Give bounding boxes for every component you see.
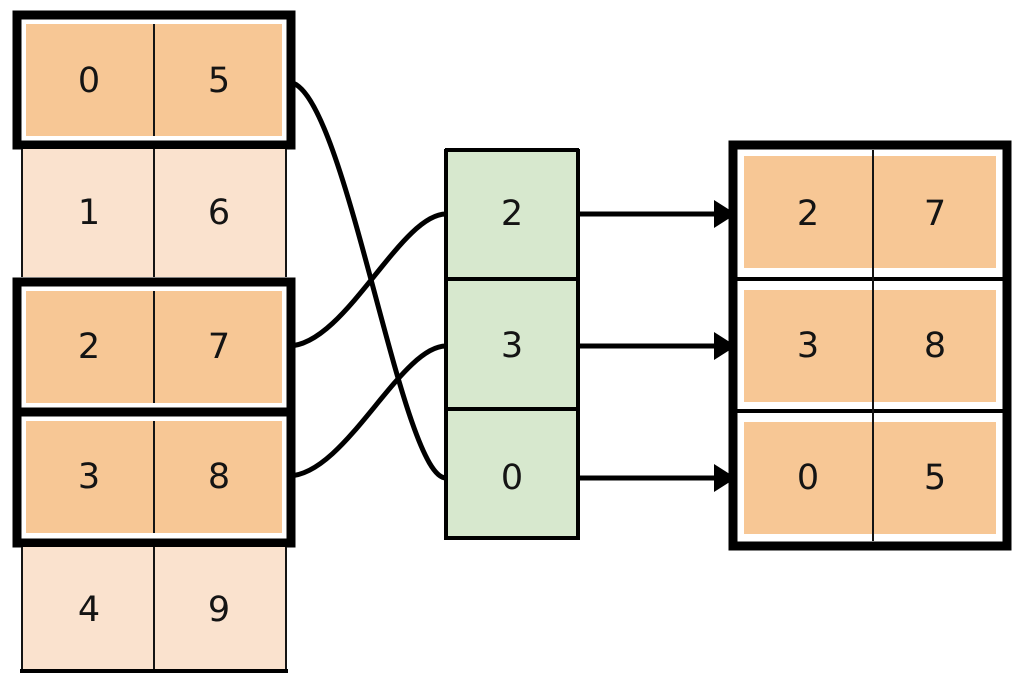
- arrow-head-icon-0: [714, 200, 736, 228]
- source-row-1[interactable]: 1 6: [21, 149, 287, 277]
- source-cell-0-0[interactable]: [26, 24, 153, 136]
- connector-row-3-to-index-3: [287, 343, 447, 479]
- result-cell-1-1[interactable]: [874, 290, 996, 402]
- source-cell-4-0[interactable]: [22, 547, 154, 673]
- result-cell-2-0[interactable]: [744, 422, 872, 534]
- source-cell-4-1[interactable]: [155, 547, 286, 673]
- connector-curves: [287, 79, 447, 481]
- source-cell-2-1[interactable]: [155, 291, 282, 403]
- source-row-3[interactable]: 3 8: [26, 421, 282, 533]
- result-cell-1-0[interactable]: [744, 290, 872, 402]
- source-row-4[interactable]: 4 9: [20, 547, 288, 673]
- arrow-index-1-to-result-1: [578, 332, 736, 360]
- index-column: 2 3 0: [444, 148, 580, 540]
- source-row-2[interactable]: 2 7: [26, 291, 282, 403]
- index-cell-1[interactable]: [446, 279, 578, 409]
- arrow-head-icon-2: [714, 464, 736, 492]
- result-table-border: [728, 140, 1012, 551]
- result-cell-0-1[interactable]: [874, 156, 996, 268]
- source-cell-1-1[interactable]: [155, 149, 286, 277]
- source-rows-2-3-highlight-border: [12, 277, 296, 548]
- result-cell-2-1[interactable]: [874, 422, 996, 534]
- arrow-index-2-to-result-2: [578, 464, 736, 492]
- arrow-index-0-to-result-0: [578, 200, 736, 228]
- source-cell-1-0[interactable]: [22, 149, 154, 277]
- result-arrows: [578, 200, 736, 492]
- source-cell-3-0[interactable]: [26, 421, 153, 533]
- source-cell-3-1[interactable]: [155, 421, 282, 533]
- source-table: 0 5 1 6 2 7: [12, 10, 296, 673]
- index-cell-2[interactable]: [446, 409, 578, 540]
- result-cell-0-0[interactable]: [744, 156, 872, 268]
- source-cell-0-1[interactable]: [155, 24, 282, 136]
- source-cell-2-0[interactable]: [26, 291, 153, 403]
- result-table: 2 7 3 8 0 5: [728, 140, 1012, 551]
- arrow-head-icon-1: [714, 332, 736, 360]
- connector-row-2-to-index-2: [287, 211, 447, 349]
- index-cell-0[interactable]: [446, 149, 578, 279]
- source-row-0[interactable]: 0 5: [12, 10, 296, 150]
